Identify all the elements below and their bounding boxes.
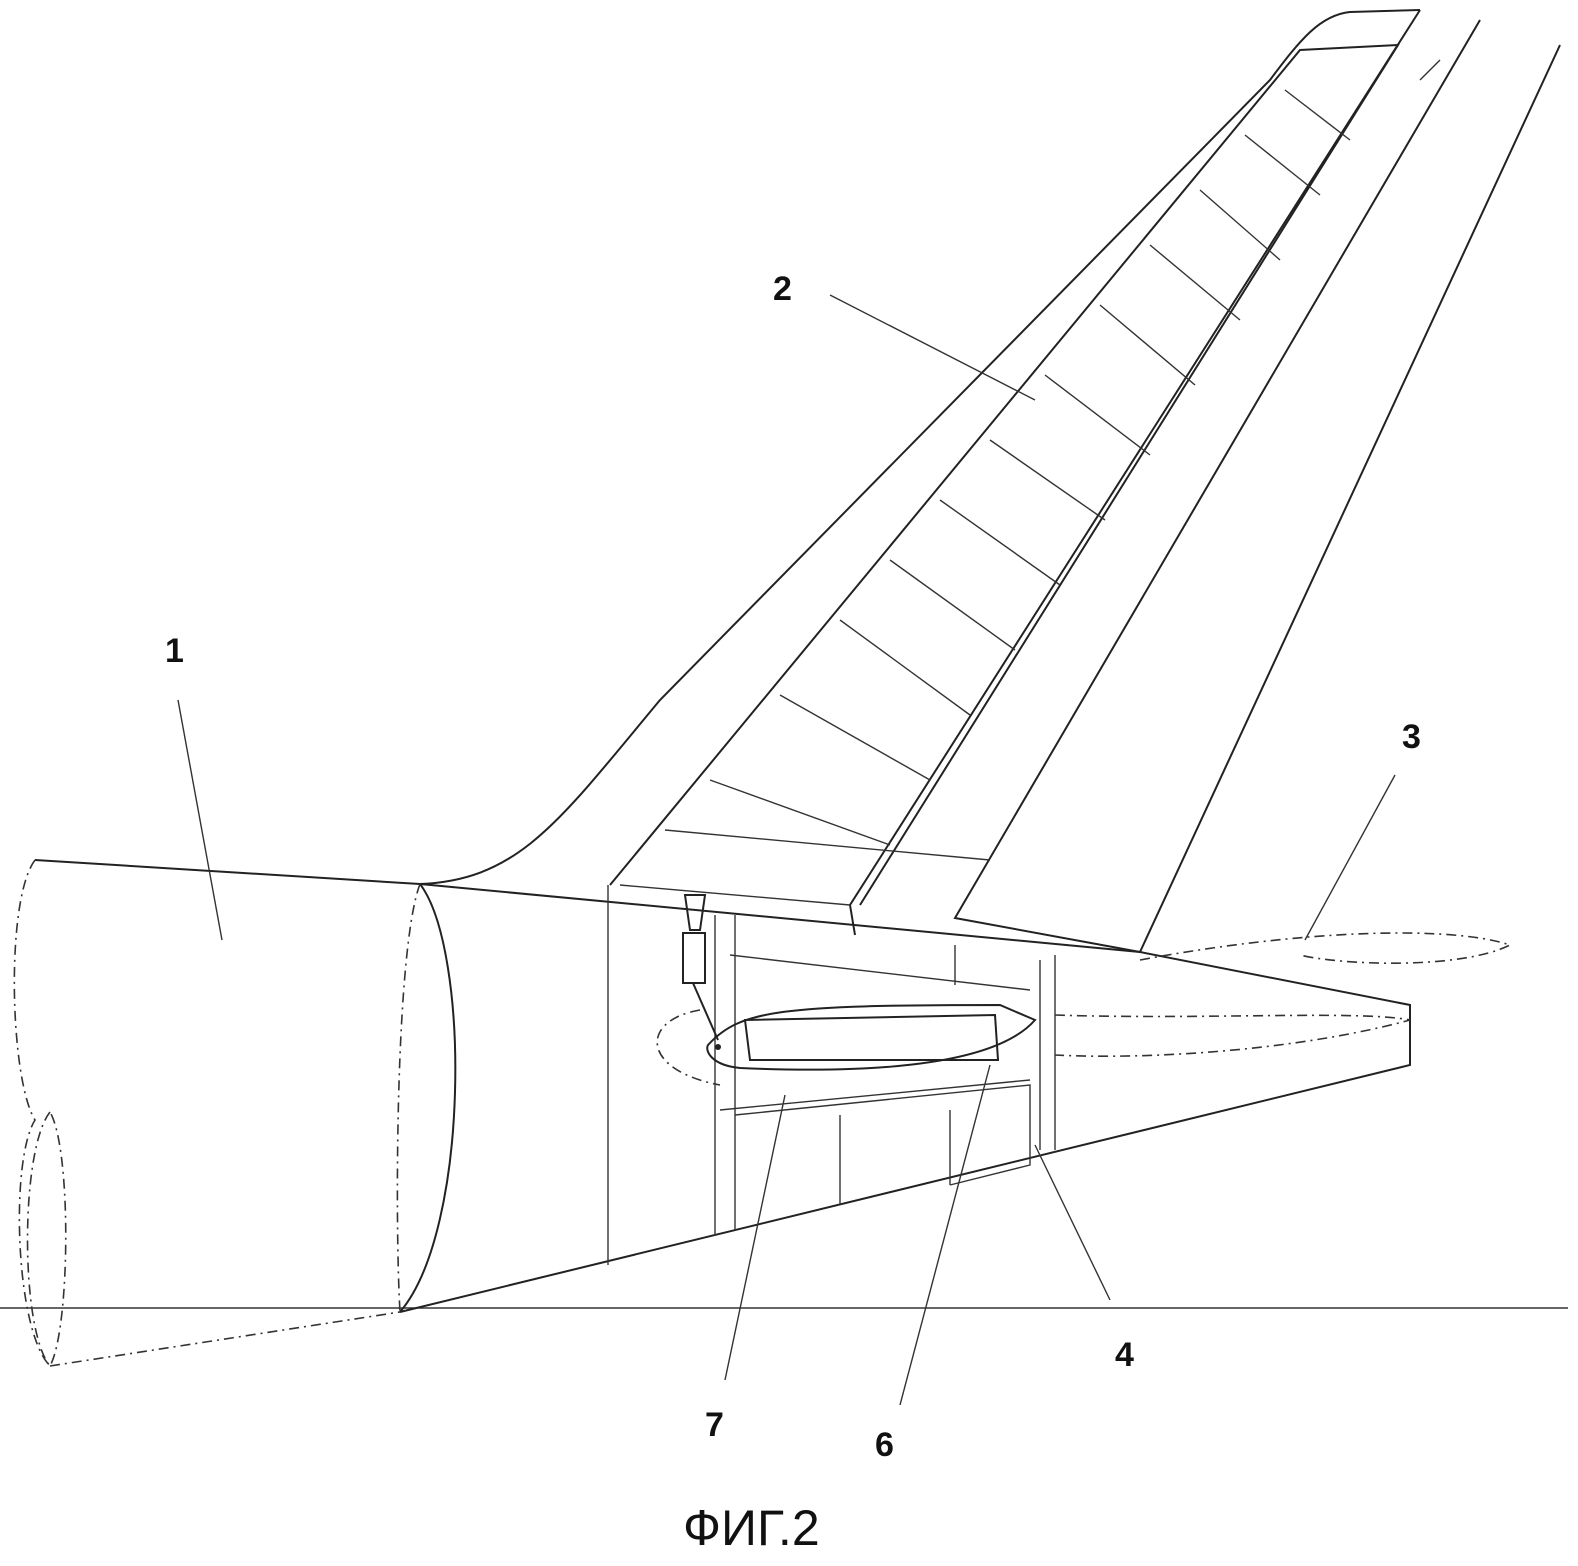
label-6: 6 — [875, 1426, 894, 1464]
label-2: 2 — [773, 270, 792, 308]
fin-ribs — [664, 89, 1351, 861]
horizontal-stabilizer — [656, 932, 1513, 1086]
vertical-fin — [419, 9, 1561, 953]
leader-lines — [177, 294, 1396, 1406]
tail-cone — [399, 883, 1411, 1313]
figure-caption: ФИГ.2 — [683, 1500, 820, 1556]
label-1: 1 — [165, 632, 184, 670]
label-3: 3 — [1402, 718, 1421, 756]
label-7: 7 — [705, 1406, 724, 1444]
actuator-assembly — [682, 894, 1037, 1071]
fuselage — [13, 859, 457, 1368]
label-4: 4 — [1115, 1336, 1134, 1374]
beam-section — [743, 1013, 1000, 1061]
